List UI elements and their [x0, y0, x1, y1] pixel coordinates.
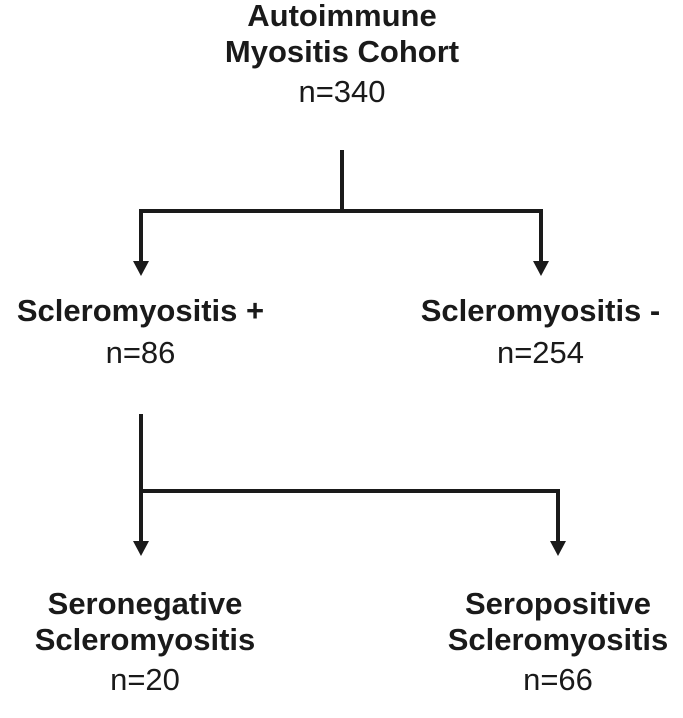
scleromyositis-negative-node: Scleromyositis - n=254: [398, 293, 683, 371]
seronegative-count: n=20: [110, 661, 180, 697]
seropositive-label-line1: Seropositive: [464, 586, 652, 621]
scleromyositis-negative-count: n=254: [496, 334, 585, 370]
root-count: n=340: [298, 73, 386, 109]
arrow-down-icon: [133, 541, 149, 556]
seropositive-node: Seropositive Scleromyositis n=66: [413, 586, 683, 698]
seropositive-label-line2: Scleromyositis: [447, 621, 669, 657]
seronegative-label-line2: Scleromyositis: [34, 621, 256, 657]
root-label-line1: Autoimmune: [247, 0, 437, 33]
root-node: Autoimmune Myositis Cohort n=340: [192, 0, 492, 110]
seronegative-label-line1: Seronegative: [47, 586, 243, 621]
arrow-down-icon: [533, 261, 549, 276]
arrow-down-icon: [133, 261, 149, 276]
scleromyositis-positive-node: Scleromyositis + n=86: [0, 293, 283, 371]
seropositive-count: n=66: [523, 661, 593, 697]
scleromyositis-positive-count: n=86: [105, 334, 176, 370]
arrow-down-icon: [550, 541, 566, 556]
seronegative-node: Seronegative Scleromyositis n=20: [0, 586, 290, 698]
scleromyositis-positive-label: Scleromyositis +: [16, 293, 265, 328]
root-label-line2: Myositis Cohort: [224, 33, 460, 69]
scleromyositis-negative-label: Scleromyositis -: [420, 293, 661, 328]
